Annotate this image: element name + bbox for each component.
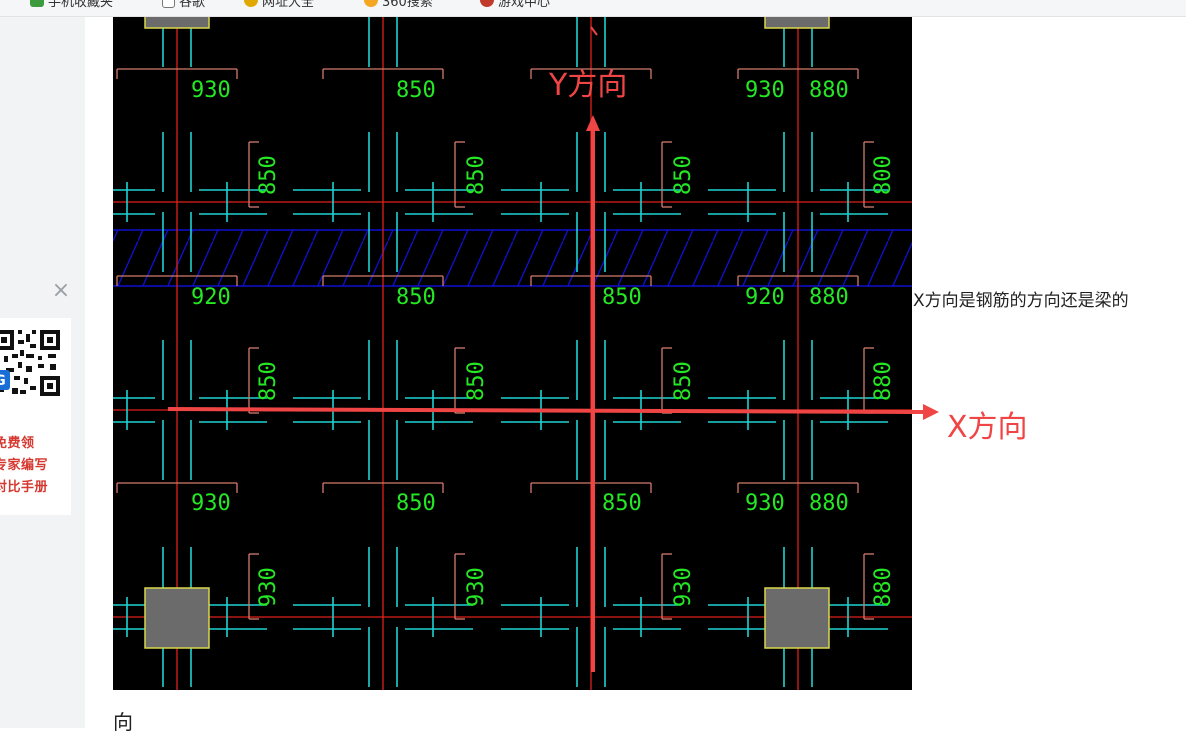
dim-label: 930 [464,567,489,607]
dim-label: 880 [809,285,849,310]
dim-label: 880 [809,78,849,103]
dim-label: 930 [191,78,231,103]
document-icon [162,0,175,8]
dim-label: 850 [396,491,436,516]
dim-label: 930 [256,567,281,607]
dim-label: 920 [191,285,231,310]
dim-label: 930 [671,567,696,607]
cad-background [113,17,912,690]
cad-rebar-drawing: 930 850 930 880 850 850 850 800 920 850 … [113,17,912,690]
dim-label: 930 [745,78,785,103]
dim-label: 850 [602,285,642,310]
game-center-icon [480,0,494,7]
dim-label: 850 [256,361,281,401]
dim-label: 880 [871,567,896,607]
dim-label: 930 [745,491,785,516]
ad-close-icon[interactable]: × [51,278,71,303]
question-text-continued: 向 [113,710,133,734]
bookmark-item[interactable]: 手机收藏夹 [30,0,114,10]
ad-text-line: 专家编写 [0,458,49,473]
dim-label: 850 [464,155,489,195]
dim-label: 850 [464,361,489,401]
y-direction-label: Y方向 [548,68,627,103]
bookmark-label: 手机收藏夹 [48,0,114,10]
emoji-icon [244,0,258,7]
dim-label: 850 [396,285,436,310]
dim-label: 880 [871,361,896,401]
bookmark-item[interactable]: 游戏中心 [480,0,551,10]
y-direction-arrow [586,26,600,672]
bookmark-item[interactable]: 网址大全 [244,0,315,10]
x-direction-arrow [167,407,912,414]
beam-hatch-band [113,229,912,287]
bookmarks-bar: 手机收藏夹 谷歌 网址大全 360搜索 游戏中心 [0,0,1186,17]
dim-label: 930 [191,491,231,516]
x-arrow-head [905,404,939,420]
bookmark-label: 游戏中心 [498,0,551,10]
dim-label: 850 [256,155,281,195]
bookmark-label: 谷歌 [179,0,206,10]
bookmark-label: 360搜索 [382,0,433,10]
bookmark-item[interactable]: 360搜索 [364,0,433,10]
dimension-labels: 930 850 930 880 850 850 850 800 920 850 … [191,78,896,607]
green-bookmark-icon [30,0,44,7]
bracket-lines [116,68,874,620]
bookmark-item[interactable]: 谷歌 [162,0,206,10]
qr-ad-card[interactable]: G 免费领 专家编写 对比手册 [0,318,71,515]
x-direction-label: X方向 [947,410,1028,445]
dim-label: 920 [745,285,785,310]
column-blocks [144,17,830,649]
360-search-icon [364,0,378,7]
qr-code: G [0,328,62,398]
dim-label: 850 [671,155,696,195]
dim-label: 800 [871,155,896,195]
dim-label: 850 [396,78,436,103]
dim-label: 880 [809,491,849,516]
dim-label: 850 [602,491,642,516]
ad-text-line: 免费领 [0,436,35,451]
ad-text-line: 对比手册 [0,480,49,495]
dim-label: 850 [671,361,696,401]
bookmark-label: 网址大全 [262,0,315,10]
qr-badge-text: G [0,373,6,389]
question-text: X方向是钢筋的方向还是梁的 [913,291,1129,311]
